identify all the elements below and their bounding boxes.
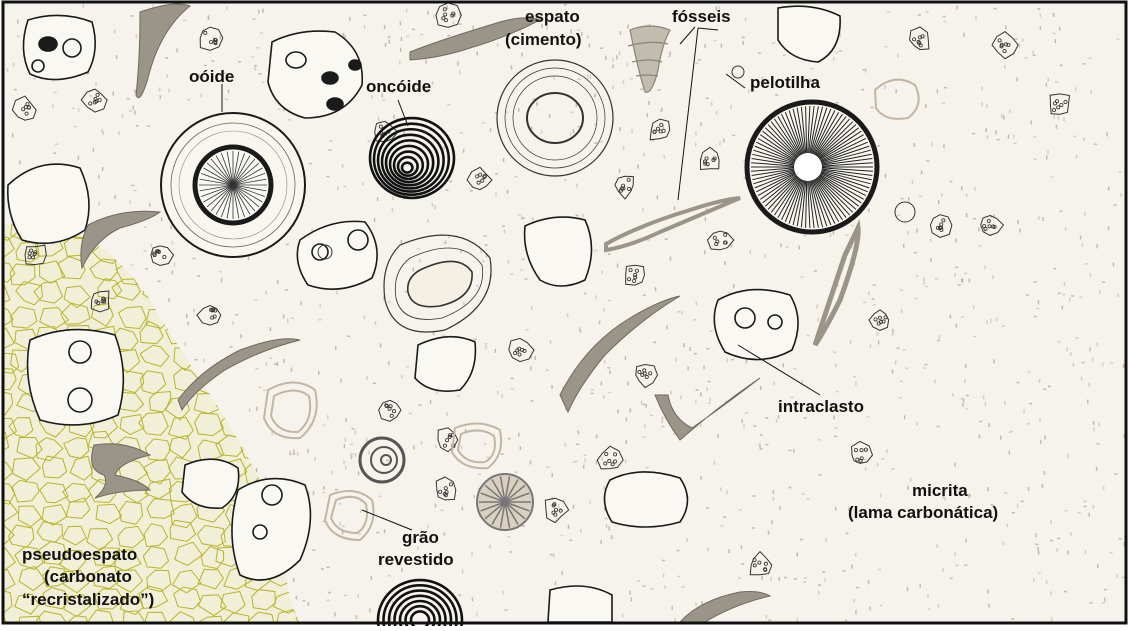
label-pseudoespato: pseudoespato — [22, 545, 137, 564]
label-micrita: micrita — [912, 481, 968, 500]
label-micrita-lama: (lama carbonática) — [848, 503, 998, 522]
label-fosseis: fósseis — [672, 7, 731, 26]
radial-spherule — [477, 474, 533, 530]
label-revestido: revestido — [378, 550, 454, 569]
label-espato-cimento: (cimento) — [505, 30, 582, 49]
label-grao: grão — [402, 528, 439, 547]
label-ooide: oóide — [189, 67, 234, 86]
ooide-grain — [161, 113, 305, 257]
label-pelotilha: pelotilha — [750, 73, 820, 92]
label-oncoide: oncóide — [366, 77, 431, 96]
label-recristalizado: “recristalizado”) — [22, 590, 154, 609]
label-intraclasto: intraclasto — [778, 397, 864, 416]
label-carbonato: (carbonato — [44, 567, 132, 586]
label-espato: espato — [525, 7, 580, 26]
radial-ooid — [747, 102, 877, 232]
